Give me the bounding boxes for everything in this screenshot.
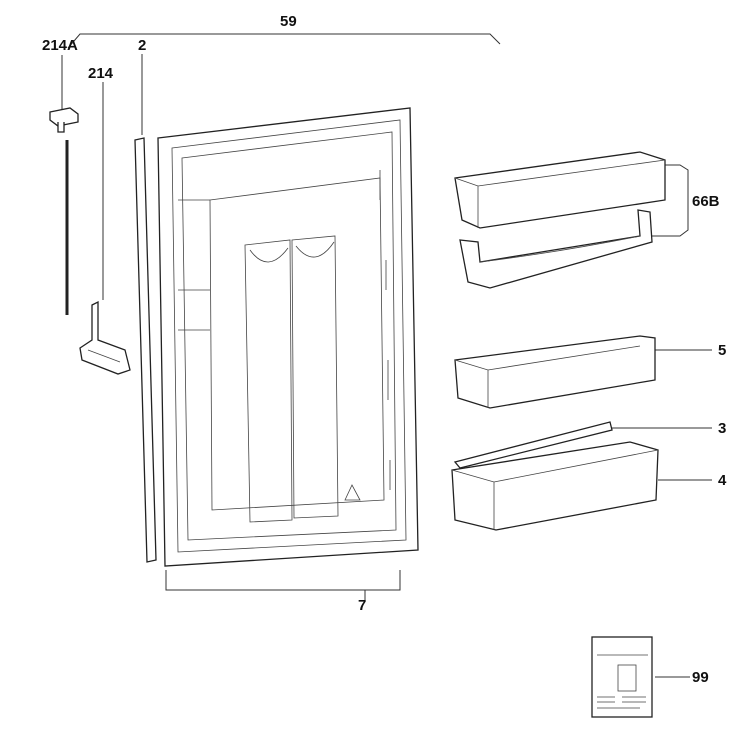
- label-214A: 214A: [42, 37, 78, 54]
- label-99: 99: [692, 669, 709, 686]
- label-5: 5: [718, 342, 727, 359]
- label-3: 3: [718, 420, 727, 437]
- handle-cap-part: [49, 107, 79, 315]
- label-2: 2: [138, 37, 147, 54]
- label-7: 7: [358, 597, 367, 614]
- label-214: 214: [88, 65, 114, 82]
- label-4: 4: [718, 472, 727, 489]
- label-66B: 66B: [692, 193, 720, 210]
- hinge-part: [79, 300, 131, 375]
- butter-compartment-part: [454, 151, 666, 289]
- door-part: [157, 107, 419, 567]
- leader-lines: [61, 33, 712, 678]
- door-shelf-large-part: [451, 441, 659, 531]
- door-shelf-small-part: [454, 335, 656, 409]
- manual-part: [591, 636, 653, 718]
- gasket-part: [134, 137, 157, 563]
- label-59: 59: [280, 13, 297, 30]
- shelf-rail-part: [453, 421, 613, 469]
